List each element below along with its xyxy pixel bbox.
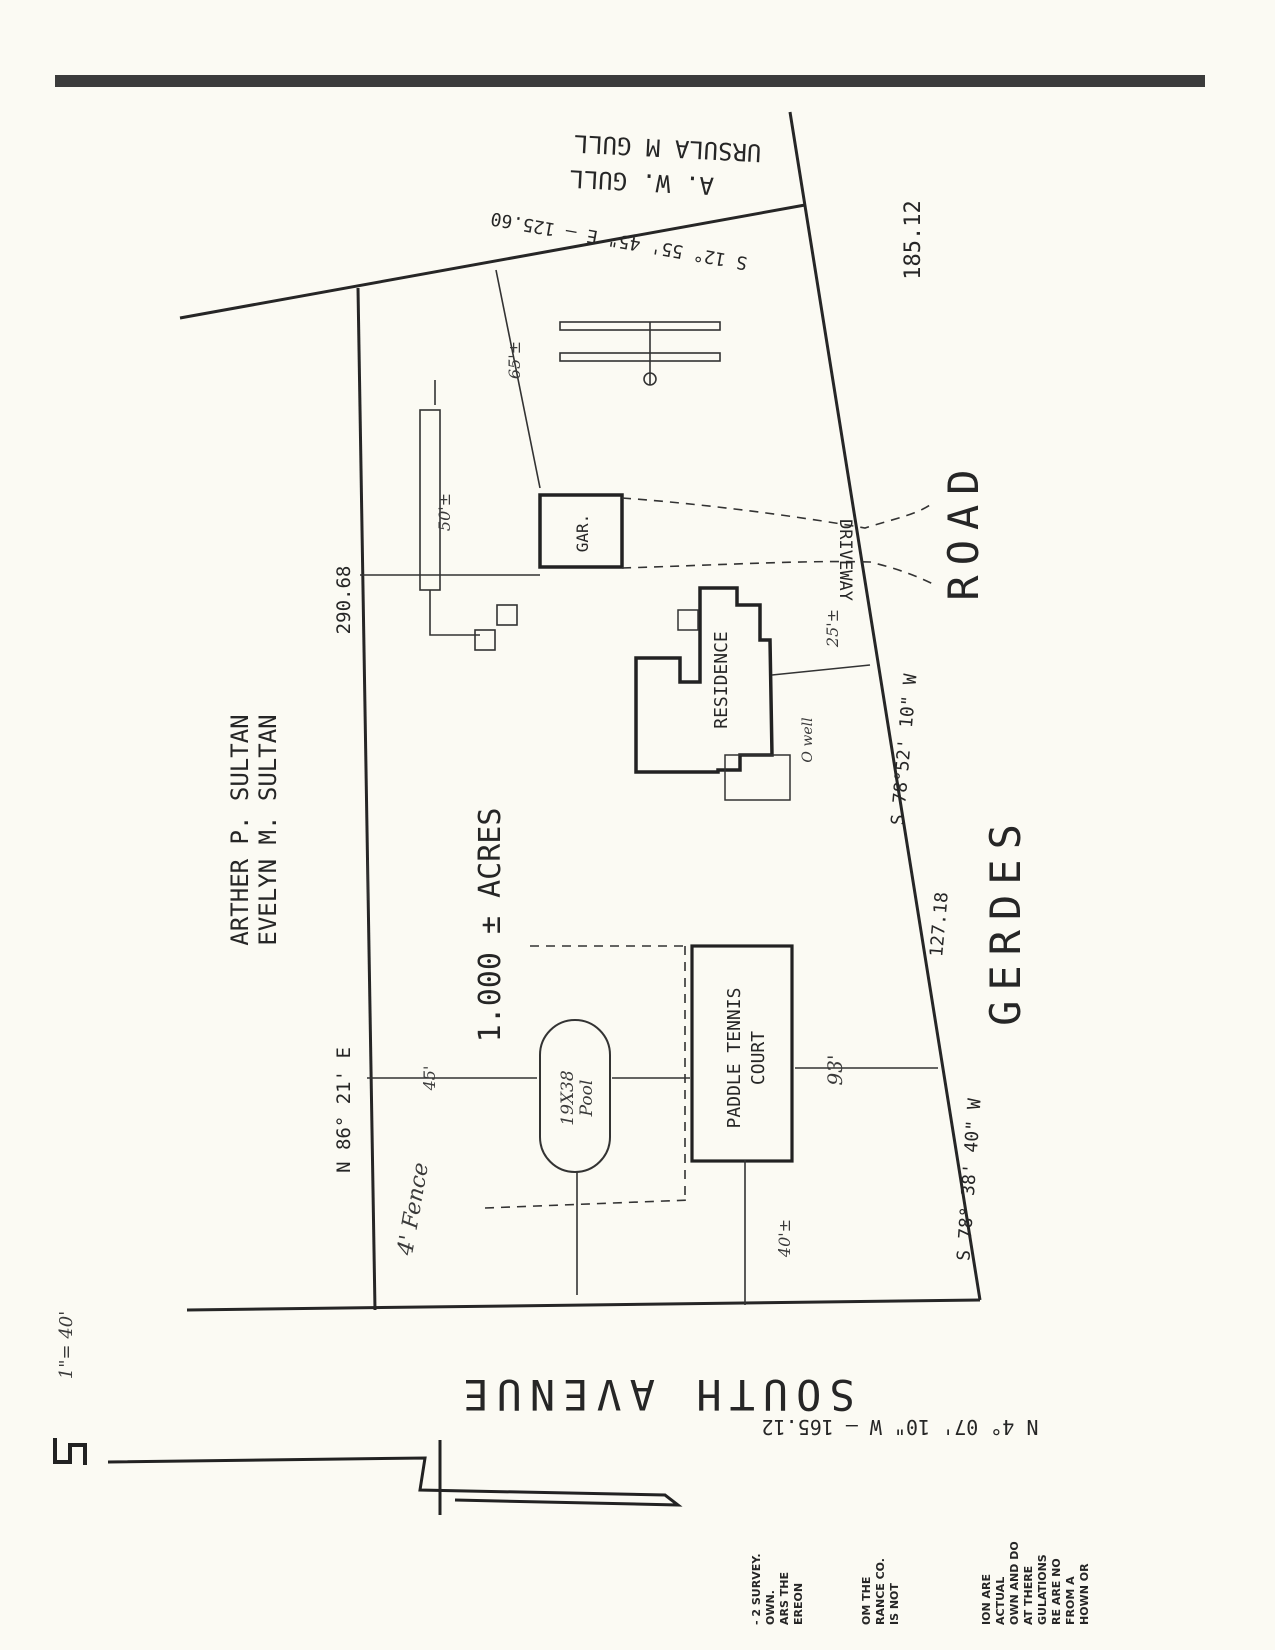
note-1-line4: EREON (792, 1583, 805, 1625)
note-1-line3: ARS THE (778, 1572, 791, 1625)
dimension-65: 65'± (505, 341, 524, 379)
south-line-bearing: N 4° 07' 10" W — 165.12 (762, 1415, 1039, 1439)
note-3-line8: HOWN OR (1078, 1563, 1091, 1625)
note-3-line3: OWN AND DO (1008, 1541, 1021, 1625)
lot-boundary (179, 111, 982, 1312)
neighbor-west-line2: EVELYN M. SULTAN (254, 714, 282, 945)
garage-label: GAR. (573, 514, 592, 553)
note-1-line2: OWN. (764, 1590, 777, 1625)
note-3-line7: FROM A (1064, 1576, 1077, 1625)
west-line-length: 290.68 (333, 566, 355, 635)
note-3-line2: ACTUAL (994, 1577, 1007, 1625)
fence-and-sheds (419, 321, 721, 651)
note-3-line4: AT THERE (1022, 1566, 1035, 1625)
dimension-25: 25'± (823, 609, 842, 648)
neighbor-north-line2: A. W. GULL (569, 164, 715, 200)
dimension-93: 93' (823, 1055, 847, 1086)
cropped-notes: - 2 SURVEY. OWN. ARS THE EREON OM THE RA… (750, 1541, 1091, 1625)
note-2-line1: OM THE (860, 1577, 873, 1625)
dimension-lines (360, 269, 938, 1305)
note-2-line2: RANCE CO. (874, 1558, 887, 1625)
residence-step (677, 609, 699, 631)
neighbor-west-line1: ARTHER P. SULTAN (226, 714, 254, 945)
fence-note: 4' Fence (393, 1161, 434, 1259)
street-gerdes: GERDES (981, 814, 1030, 1026)
pool-fence-dashed (484, 945, 691, 1209)
dimension-40: 40'± (775, 1219, 794, 1258)
front-line-2-length: 185.12 (901, 200, 926, 279)
north-arrow-symbol (53, 1438, 683, 1515)
note-3-line6: RE ARE NO (1050, 1558, 1063, 1625)
pool-label-line2: Pool (577, 1080, 597, 1118)
neighbor-north-line1: URSULA M GULL (573, 129, 762, 167)
neighbor-west-label: ARTHER P. SULTAN EVELYN M. SULTAN (226, 714, 282, 945)
front-line-1-bearing: S 78° 38' 40" W (953, 1098, 985, 1262)
front-line-1-length: 127.18 (926, 891, 953, 958)
neighbor-north-label: URSULA M GULL A. W. GULL (569, 129, 762, 200)
dimension-50: 50'± (435, 493, 454, 531)
driveway-dashed (621, 497, 936, 586)
west-line-bearing: N 86° 21' E (333, 1047, 355, 1173)
street-road: ROAD (939, 459, 988, 600)
street-south-avenue: SOUTH AVENUE (455, 1370, 854, 1419)
tennis-court-label-line2: COURT (748, 1031, 769, 1085)
area-label: 1.000 ± ACRES (473, 808, 508, 1043)
well-label: O well (800, 717, 816, 762)
scale-note: 1"= 40' (56, 1311, 77, 1379)
residence-annex (724, 754, 791, 801)
dimension-45: 45' (420, 1066, 439, 1092)
north-line-bearing: S 12° 55' 45" E — 125.60 (489, 207, 749, 273)
tennis-court-label-line1: PADDLE TENNIS (724, 988, 745, 1129)
note-3-line1: ION ARE (980, 1574, 993, 1625)
residence-outline (634, 586, 774, 774)
pool-label-line1: 19X38 (558, 1070, 578, 1126)
note-1-line1: - 2 SURVEY. (750, 1553, 763, 1625)
top-edge-band (55, 75, 1205, 87)
driveway-label: DRIVEWAY (835, 519, 855, 601)
note-3-line5: GULATIONS (1036, 1554, 1049, 1625)
garage-outline (538, 493, 624, 569)
residence-label: RESIDENCE (711, 631, 732, 729)
pool-outline (539, 1019, 611, 1173)
tennis-court-outline (690, 944, 794, 1163)
note-2-line3: IS NOT (888, 1583, 901, 1625)
